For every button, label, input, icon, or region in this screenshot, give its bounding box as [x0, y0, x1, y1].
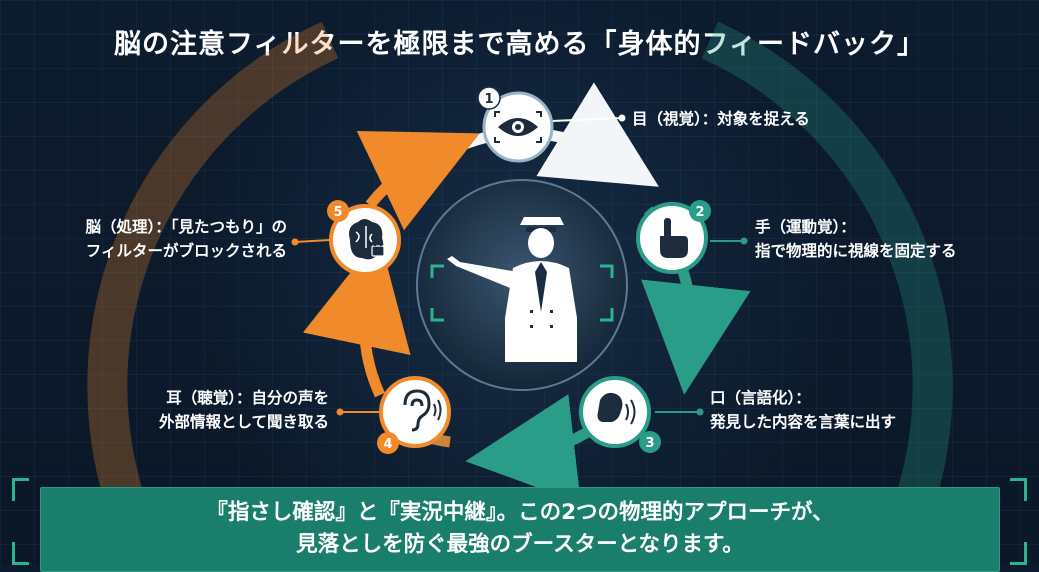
step-number-4: 4 — [383, 437, 392, 452]
step-label-5: 脳（処理）：「見たつもり」の フィルターがブロックされる — [85, 218, 287, 260]
step-number-3: 3 — [645, 436, 654, 451]
label-connectors — [291, 114, 748, 416]
center-figure — [416, 179, 628, 391]
banner-corner-bl — [12, 542, 29, 565]
step-number-5: 5 — [333, 205, 342, 220]
background-glow-rings — [87, 21, 953, 549]
step-node-3: 3 — [579, 376, 661, 453]
pointing-conductor-icon — [447, 217, 577, 362]
arc-4-to-5 — [302, 236, 411, 398]
step-label-4: 耳（聴覚）：自分の声を 外部情報として聞き取る — [158, 389, 329, 431]
eye-icon — [494, 111, 542, 143]
step-node-4: 4 — [377, 376, 451, 454]
banner-corner-tl — [12, 478, 29, 501]
step-number-1: 1 — [484, 92, 493, 107]
banner-corner-tr — [1010, 478, 1027, 501]
ear-icon — [403, 389, 442, 432]
banner-corner-br — [1010, 542, 1027, 565]
pointing-hand-icon — [660, 218, 688, 258]
summary-banner: 『指さし確認』と『実況中継』。この2つの物理的アプローチが、 見落としを防ぐ最強… — [40, 487, 1000, 572]
speaking-head-icon — [597, 392, 636, 425]
step-node-1: 1 — [477, 86, 554, 163]
brain-lock-icon — [349, 219, 385, 260]
step-label-3: 口（言語化）： 発見した内容を言葉に出す — [710, 389, 897, 431]
step-number-2: 2 — [695, 205, 704, 220]
step-label-2: 手（運動覚）： 指で物理的に視線を固定する — [755, 218, 957, 260]
step-node-2: 2 — [636, 200, 711, 274]
summary-text: 『指さし確認』と『実況中継』。この2つの物理的アプローチが、 見落としを防ぐ最強… — [206, 500, 834, 557]
arc-5-to-1 — [356, 130, 480, 231]
page-title: 脳の注意フィルターを極限まで高める「身体的フィードバック」 — [114, 29, 925, 60]
step-label-1: 目（視覚）：対象を捉える — [632, 110, 810, 128]
step-node-5: 5 — [327, 200, 401, 276]
